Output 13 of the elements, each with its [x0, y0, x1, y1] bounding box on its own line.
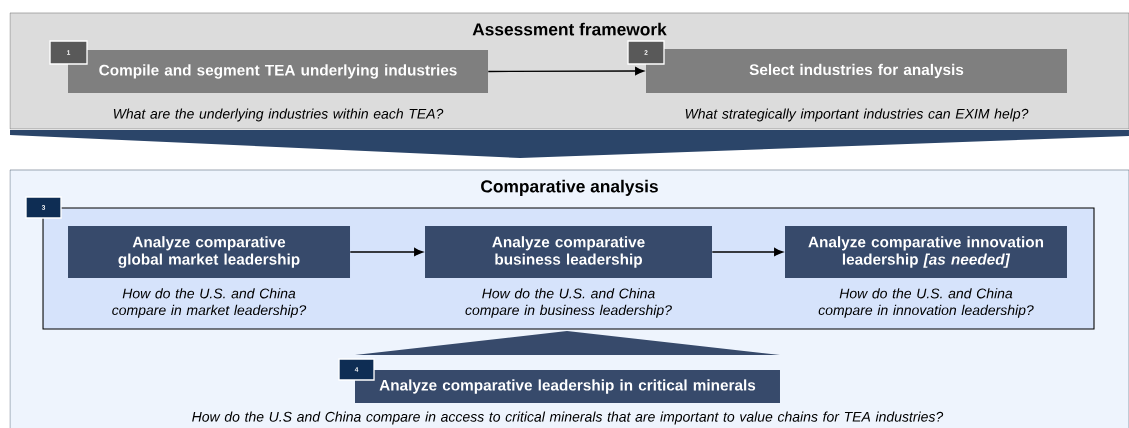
funnel-shape — [10, 130, 1129, 158]
step-box: Analyze comparative business leadership — [425, 226, 712, 278]
arrow — [349, 247, 424, 257]
question-caption: How do the U.S. and China compare in innovation leadership? — [818, 288, 1034, 318]
step-box: Analyze comparative innovation leadership [as needed] — [785, 226, 1067, 278]
question-caption: What are the underlying industries within each TEA? — [113, 108, 444, 122]
question-caption: How do the U.S. and China compare in business leadership? — [465, 288, 672, 318]
question-caption: How do the U.S. and China compare in market leadership? — [112, 288, 307, 318]
arrow — [711, 247, 783, 257]
arrow — [487, 66, 645, 76]
question-caption: How do the U.S and China compare in access to critical minerals that are important to value chains for TEA industries? — [192, 411, 944, 425]
question-caption: What strategically important industries can EXIM help? — [685, 108, 1029, 122]
step-box: Analyze comparative global market leadership — [68, 226, 350, 278]
